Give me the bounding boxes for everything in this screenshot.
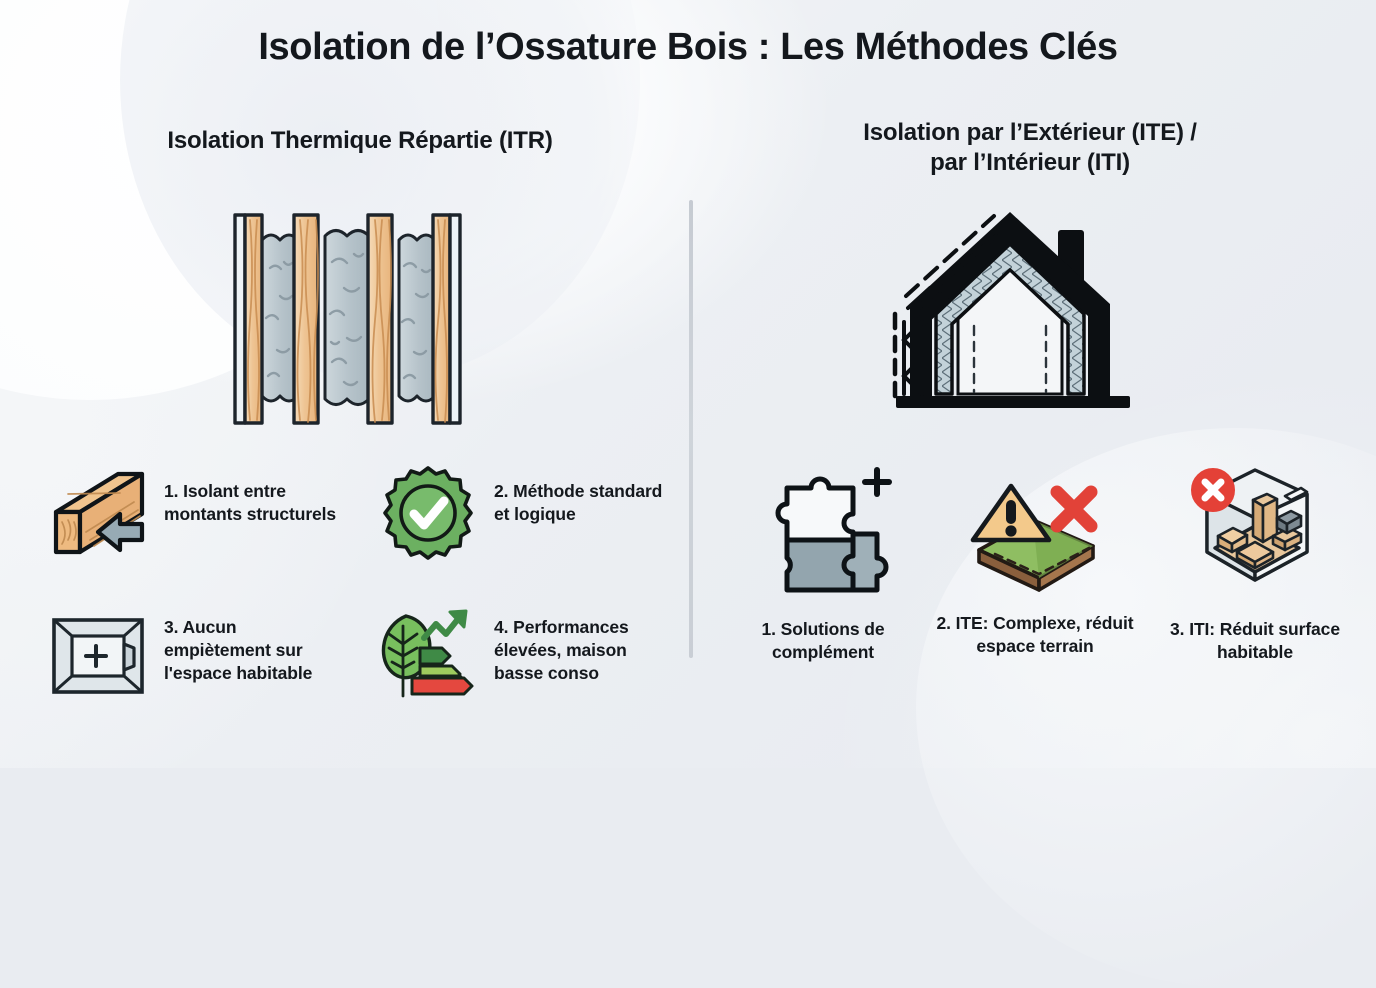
terrain-warning-cross-icon [965, 466, 1105, 596]
left-point-3: 3. Aucun empiètement sur l'espace habita… [46, 604, 342, 708]
room-space-plus-icon [46, 604, 150, 708]
left-point-1: 1. Isolant entre montants structurels [46, 462, 342, 566]
page-title: Isolation de l’Ossature Bois : Les Métho… [258, 26, 1118, 68]
left-point-2-label: 2. Méthode standard et logique [494, 481, 663, 524]
left-point-4-label: 4. Performances élevées, maison basse co… [494, 617, 629, 683]
right-point-2-label: 2. ITE: Complexe, réduit espace terrain [936, 613, 1134, 657]
column-divider [689, 200, 693, 658]
right-point-2: 2. ITE: Complexe, réduit espace terrain [930, 466, 1140, 658]
column-heading-ite-iti-line1: Isolation par l’Extérieur (ITE) / [863, 119, 1197, 146]
house-cross-section-icon [892, 212, 1130, 408]
column-heading-ite-iti: Isolation par l’Extérieur (ITE) / par l’… [700, 118, 1360, 178]
wood-beam-arrow-icon [46, 462, 150, 566]
puzzle-plus-icon [753, 466, 893, 596]
right-point-3-label: 3. ITI: Réduit surface habitable [1170, 619, 1340, 663]
right-point-1-label: 1. Solutions de complément [761, 619, 885, 663]
isometric-room-cross-icon [1185, 460, 1325, 590]
leaf-energy-chart-icon [376, 604, 480, 708]
column-heading-ite-iti-line2: par l’Intérieur (ITI) [930, 149, 1130, 177]
wall-cross-section-icon [233, 213, 462, 425]
left-point-1-label: 1. Isolant entre montants structurels [164, 481, 337, 524]
green-check-badge-icon [376, 462, 480, 566]
left-point-3-label: 3. Aucun empiètement sur l'espace habita… [164, 617, 313, 683]
left-point-4: 4. Performances élevées, maison basse co… [376, 604, 672, 708]
right-point-1: 1. Solutions de complément [718, 466, 928, 664]
left-point-2: 2. Méthode standard et logique [376, 462, 672, 566]
column-heading-itr: Isolation Thermique Répartie (ITR) [167, 127, 553, 154]
right-point-3: 3. ITI: Réduit surface habitable [1150, 460, 1360, 664]
